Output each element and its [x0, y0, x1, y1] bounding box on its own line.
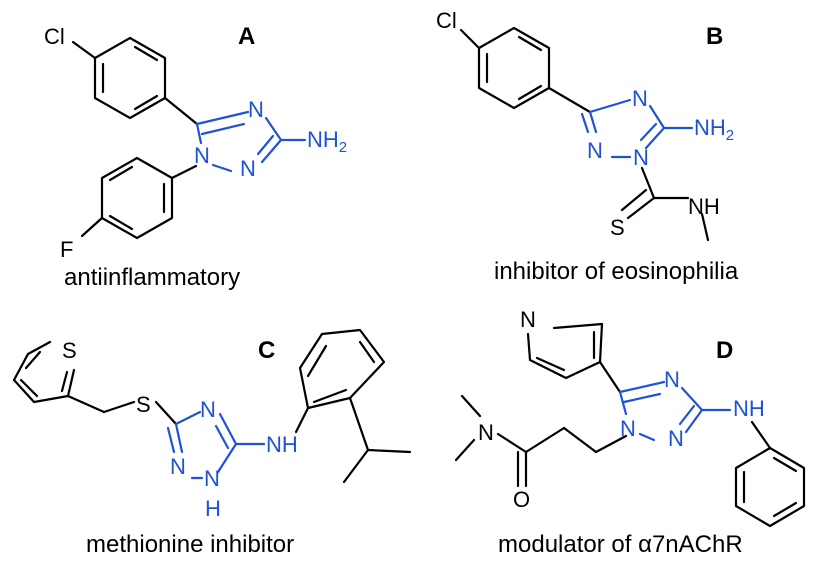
- panel-d-letter: D: [716, 337, 733, 364]
- panel-b-triazole-n2: N: [587, 138, 603, 163]
- panel-c-triazole: [166, 410, 266, 480]
- panel-b-triazole: [580, 98, 694, 159]
- panel-b-letter: B: [706, 23, 723, 50]
- panel-d-caption: modulator of α7nAChR: [498, 531, 743, 558]
- panel-a-amine-label: NH2: [307, 127, 347, 156]
- panel-c-thiophene-s: S: [62, 338, 77, 363]
- panel-a-chlorophenyl: [71, 36, 199, 126]
- panel-d-o-label: O: [513, 487, 530, 512]
- panel-a-letter: A: [238, 23, 255, 50]
- panel-d-phenyl: [734, 420, 806, 528]
- panel-d-triazole-n1: N: [620, 416, 636, 441]
- panel-d-pyridine-n: N: [520, 307, 536, 332]
- panel-c-triazole-n4: N: [200, 397, 216, 422]
- panel-a-triazole-n4: N: [248, 97, 264, 122]
- panel-c-nh-link: NH: [266, 432, 298, 457]
- panel-d-nh-label: NH: [733, 396, 765, 421]
- panel-c-triazole-n1: N: [204, 466, 220, 491]
- panel-d-pyridine: [526, 322, 622, 394]
- panel-b: B Cl N N N NH2: [436, 8, 739, 285]
- panel-c-letter: C: [258, 337, 275, 364]
- panel-d-amide-chain: [454, 394, 628, 488]
- panel-d-triazole-n2: N: [668, 426, 684, 451]
- panel-d: D N N N N NH: [454, 307, 806, 558]
- panel-a-triazole-n1: N: [194, 143, 210, 168]
- panel-c-isopropylphenyl: [294, 328, 412, 484]
- panel-b-triazole-n4: N: [632, 86, 648, 111]
- panel-c-ring-h: H: [205, 496, 221, 521]
- panel-d-triazole: [618, 380, 732, 442]
- panel-b-nh-label: NH: [688, 194, 720, 219]
- panel-c-caption: methionine inhibitor: [86, 531, 294, 558]
- panel-a-triazole-n2: N: [240, 156, 256, 181]
- panel-d-triazole-n4: N: [664, 367, 680, 392]
- panel-b-amine-label: NH2: [694, 115, 734, 144]
- panel-a-triazole: [195, 110, 307, 173]
- panel-b-s-label: S: [610, 215, 625, 240]
- panel-b-caption: inhibitor of eosinophilia: [494, 258, 739, 285]
- panel-c: C S S N N N H NH: [12, 328, 412, 558]
- panel-a-fluorophenyl: [80, 156, 198, 240]
- panel-c-triazole-n2: N: [170, 454, 186, 479]
- panel-a: A Cl N N N NH2: [44, 23, 347, 291]
- panel-a-caption: antiinflammatory: [64, 264, 240, 291]
- panel-b-triazole-n1: N: [633, 145, 649, 170]
- panel-d-amide-n: N: [478, 420, 494, 445]
- panel-b-chlorophenyl: [459, 26, 592, 114]
- panel-a-f-label: F: [60, 237, 73, 262]
- panel-b-thiourea: [620, 166, 710, 242]
- panel-b-cl-label: Cl: [436, 8, 457, 33]
- panel-c-thioether-s: S: [136, 392, 151, 417]
- panel-c-thiophene: [12, 340, 178, 426]
- panel-a-cl-label: Cl: [44, 24, 65, 49]
